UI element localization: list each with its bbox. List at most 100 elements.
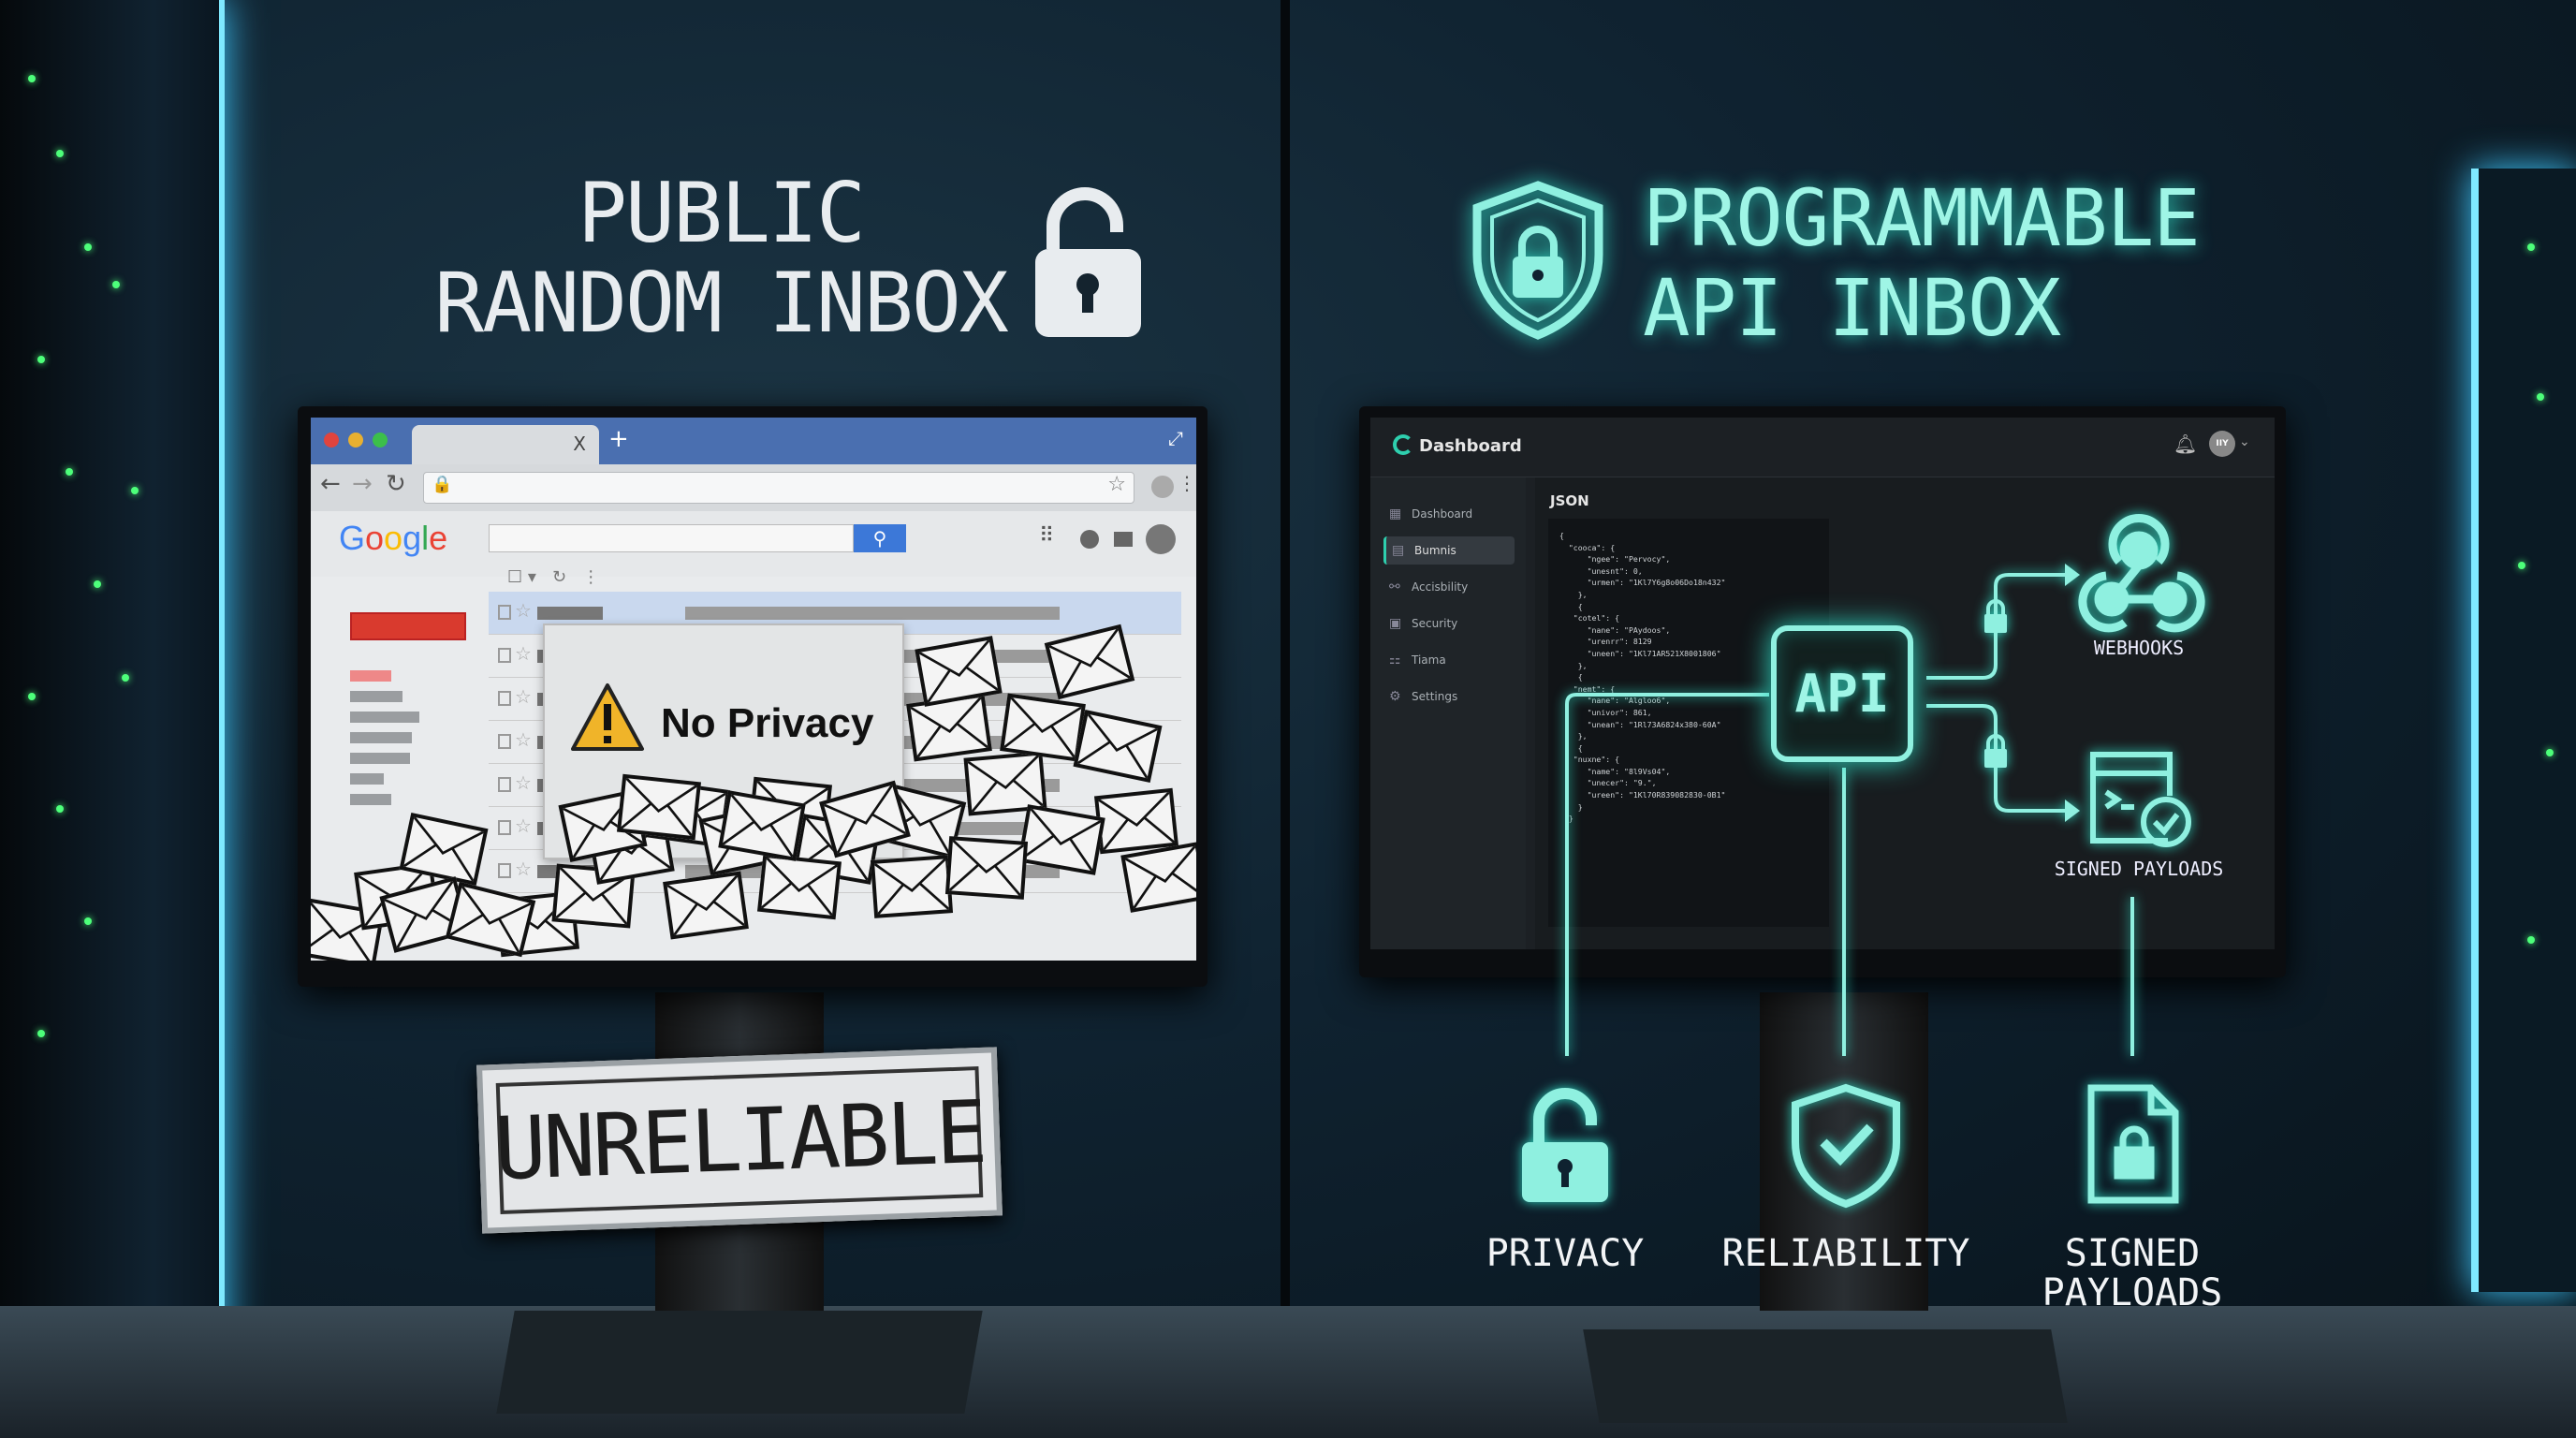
- checkbox[interactable]: [498, 691, 511, 706]
- sidebar-item-tiama[interactable]: ⚏Tiama: [1383, 646, 1515, 674]
- minimize-window-button[interactable]: [348, 433, 363, 448]
- server-led: [2546, 749, 2554, 756]
- server-led: [122, 674, 129, 682]
- document-icon: ▣: [1389, 616, 1402, 631]
- sign-text: UNRELIABLE: [492, 1066, 987, 1214]
- envelope-icon: [663, 871, 749, 940]
- grid-icon: ▦: [1389, 506, 1402, 521]
- sidebar-item-dashboard[interactable]: ▦Dashboard: [1383, 500, 1515, 528]
- unlock-icon: [1035, 187, 1141, 337]
- sidebar-item[interactable]: [350, 691, 402, 702]
- monitor-base: [496, 1311, 983, 1414]
- server-led: [131, 487, 139, 494]
- close-window-button[interactable]: [324, 433, 339, 448]
- server-rack-left: [0, 0, 225, 1438]
- sidebar-item-label: Tiama: [1412, 653, 1446, 667]
- profile-icon[interactable]: [1151, 476, 1174, 498]
- star-icon[interactable]: ☆: [515, 771, 532, 794]
- inbox-toolbar: ☐ ▾ ↻ ⋮: [507, 567, 600, 587]
- checkbox[interactable]: [498, 820, 511, 835]
- mail-icon[interactable]: [1114, 532, 1133, 547]
- reload-icon[interactable]: ↻: [386, 470, 406, 498]
- sidebar-item[interactable]: [350, 794, 391, 805]
- star-icon[interactable]: ☆: [515, 685, 532, 708]
- envelope-icon: [718, 790, 806, 861]
- sidebar-item-security[interactable]: ▣Security: [1383, 609, 1515, 638]
- forward-icon[interactable]: →: [352, 470, 373, 498]
- sitemap-icon: ⚯: [1389, 580, 1400, 594]
- address-input[interactable]: 🔒 ☆: [423, 472, 1134, 504]
- left-title: PUBLIC RANDOM INBOX: [356, 169, 1086, 348]
- webhooks-label: WEBHOOKS: [2093, 637, 2185, 659]
- sidebar-item[interactable]: [350, 732, 412, 743]
- desk: [0, 1306, 2576, 1438]
- table-icon: ▤: [1392, 543, 1405, 558]
- search-input[interactable]: [489, 524, 854, 552]
- star-icon[interactable]: ☆: [515, 858, 532, 880]
- shield-lock-icon: [1472, 181, 1603, 340]
- envelope-icon: [870, 855, 954, 918]
- apps-grid-icon[interactable]: ⠿: [1039, 524, 1055, 548]
- checkbox[interactable]: [498, 777, 511, 792]
- dashboard-logo-icon: [1393, 434, 1413, 455]
- unreliable-sign: UNRELIABLE: [476, 1047, 1003, 1234]
- tab-bar: X + ⤢: [311, 418, 1196, 464]
- checkbox[interactable]: [498, 863, 511, 878]
- sidebar-item[interactable]: [350, 670, 391, 682]
- server-led: [56, 150, 64, 157]
- envelope-icon: [963, 751, 1047, 816]
- bell-icon[interactable]: 🔔︎: [2174, 433, 2198, 455]
- menu-icon[interactable]: ⋮: [1178, 472, 1196, 494]
- chevron-down-icon[interactable]: ⌄: [2239, 434, 2250, 449]
- envelope-icon: [616, 773, 702, 841]
- google-header: Google ⚲ ⠿: [311, 511, 1196, 577]
- json-label: JSON: [1550, 492, 1589, 509]
- reliability-label: RELIABILITY: [1721, 1232, 1970, 1275]
- privacy-label: PRIVACY: [1486, 1232, 1645, 1275]
- star-icon[interactable]: ☆: [515, 728, 532, 751]
- envelope-icon: [756, 853, 842, 920]
- sidebar-item[interactable]: [350, 712, 419, 723]
- warning-icon: [571, 683, 644, 751]
- maximize-window-button[interactable]: [373, 433, 388, 448]
- envelope-icon: [551, 863, 636, 929]
- server-led: [66, 468, 73, 476]
- sidebar-item-bumnis[interactable]: ▤Bumnis: [1383, 536, 1515, 565]
- account-avatar[interactable]: [1146, 524, 1176, 554]
- server-led: [28, 75, 36, 82]
- envelope-icon: [819, 780, 911, 858]
- title-line: PUBLIC: [578, 165, 866, 261]
- envelope-icon: [915, 636, 1003, 707]
- expand-icon[interactable]: ⤢: [1168, 427, 1183, 449]
- user-avatar[interactable]: IIY: [2209, 431, 2235, 457]
- json-code: { "cooca": { "ngee": "Pervocy", "unesnt"…: [1559, 531, 1726, 824]
- back-icon[interactable]: ←: [320, 470, 341, 498]
- notifications-icon[interactable]: [1080, 530, 1099, 549]
- envelope-icon: [1000, 693, 1086, 762]
- star-icon[interactable]: ☆: [515, 599, 532, 622]
- star-icon[interactable]: ☆: [515, 814, 532, 837]
- search-button[interactable]: ⚲: [854, 524, 906, 552]
- bookmark-star-icon[interactable]: ☆: [1107, 473, 1126, 496]
- label-line: PAYLOADS: [2042, 1271, 2223, 1314]
- checkbox[interactable]: [498, 734, 511, 749]
- checkbox[interactable]: [498, 605, 511, 620]
- sender: [537, 607, 603, 620]
- star-icon[interactable]: ☆: [515, 642, 532, 665]
- sidebar-item-settings[interactable]: ⚙Settings: [1383, 682, 1515, 711]
- checkbox[interactable]: [498, 648, 511, 663]
- new-tab-button[interactable]: +: [608, 425, 629, 453]
- sidebar-item[interactable]: [350, 773, 384, 785]
- server-led: [84, 243, 92, 251]
- search-icon: ⚲: [872, 527, 887, 550]
- sidebar-item-accisbility[interactable]: ⚯Accisbility: [1383, 573, 1515, 601]
- sidebar-item[interactable]: [350, 753, 410, 764]
- server-led: [94, 580, 101, 588]
- close-tab-icon[interactable]: X: [573, 433, 586, 455]
- envelope-icon: [1120, 842, 1196, 913]
- subject: [685, 607, 1060, 620]
- dashboard-sidebar: ▦Dashboard ▤Bumnis ⚯Accisbility ▣Security ⚏T…: [1370, 477, 1526, 949]
- browser-tab[interactable]: X: [412, 425, 599, 464]
- compose-button[interactable]: [350, 612, 466, 640]
- title-line: API INBOX: [1643, 262, 2061, 354]
